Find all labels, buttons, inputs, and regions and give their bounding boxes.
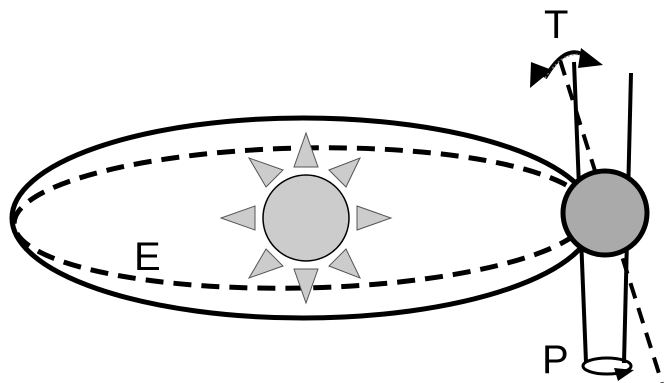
tilt-arrowhead-right (578, 48, 603, 68)
sun-ray (249, 158, 283, 187)
orbit-label: E (134, 235, 161, 279)
tilt-label: T (544, 3, 568, 47)
precession-arrow (583, 358, 634, 381)
planet-icon (563, 171, 647, 255)
precession-arrowhead (614, 368, 634, 381)
sun-ray (357, 206, 391, 230)
precession-label: P (542, 338, 569, 382)
tilt-arrow (530, 48, 603, 88)
sun-ray (329, 249, 360, 278)
sun-ray (249, 249, 283, 278)
sun-ray (221, 206, 255, 230)
sun-disk (263, 175, 349, 261)
sun-ray (329, 158, 360, 187)
sun-icon (221, 133, 391, 303)
